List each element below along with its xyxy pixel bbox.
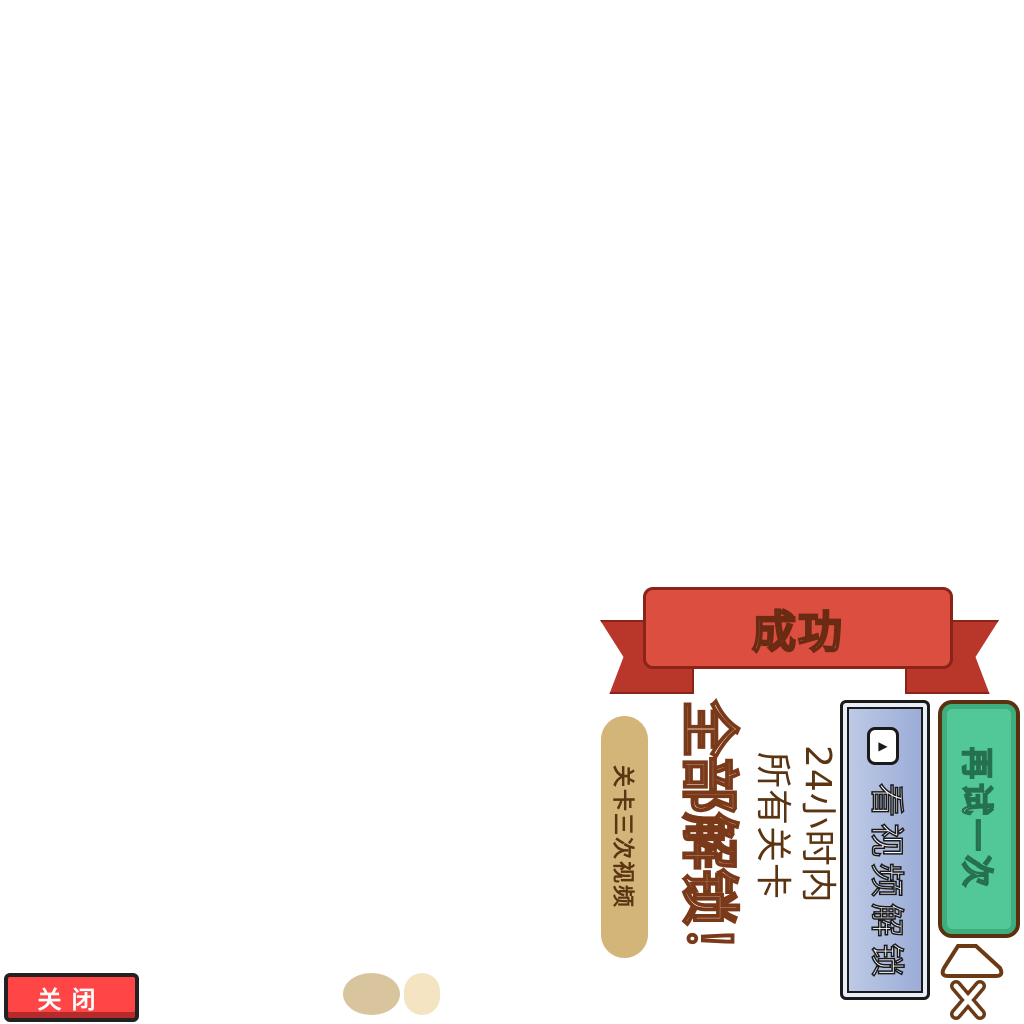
success-banner: 成功 <box>643 587 953 669</box>
unlock-all-headline: 全部解锁！ <box>674 699 744 981</box>
retry-label: 再试一次 <box>957 746 997 892</box>
watch-video-label: 看视频解锁 <box>865 782 907 984</box>
retry-button[interactable]: 再试一次 <box>938 700 1020 938</box>
level-video-pill: 关卡三次视频 <box>601 716 648 958</box>
close-x-icon[interactable] <box>938 942 1010 1020</box>
close-button[interactable]: 关闭 <box>4 973 139 1022</box>
subtitle-line1: 24小时内 <box>797 745 838 904</box>
watch-video-unlock-button[interactable]: ▶ 看视频解锁 <box>840 700 930 1000</box>
video-camera-icon: ▶ <box>867 727 899 765</box>
level-video-label: 关卡三次视频 <box>609 764 635 909</box>
subtitle-line2: 所有关卡 <box>752 752 793 901</box>
page-indicator-dot <box>404 973 440 1015</box>
close-label: 关闭 <box>37 985 106 1014</box>
banner-title: 成功 <box>751 606 844 659</box>
page-indicator-dot-active <box>343 973 400 1015</box>
